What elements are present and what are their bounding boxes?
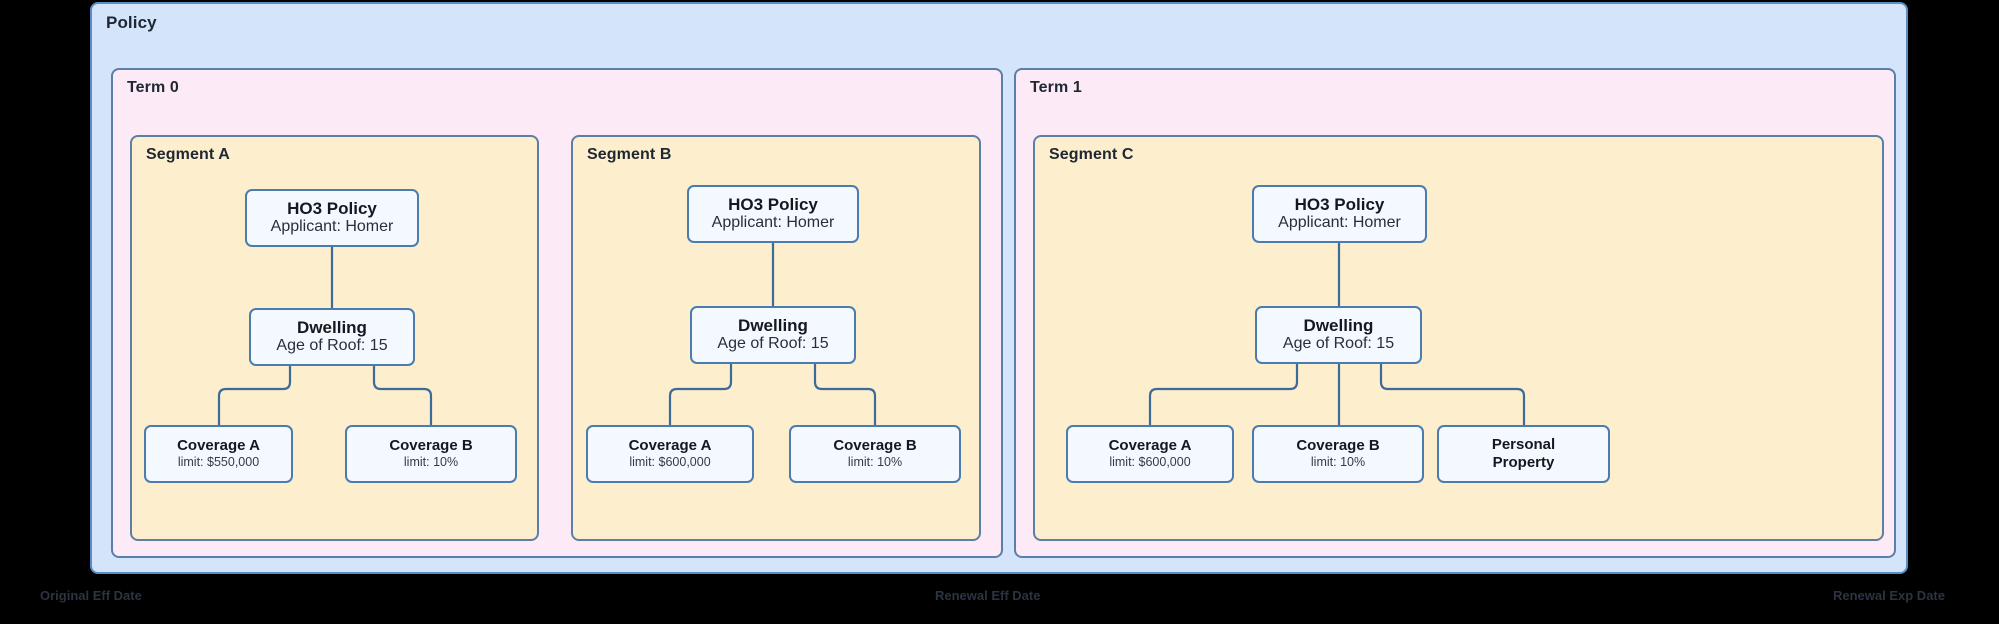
segment-label-a: Segment A (146, 146, 230, 163)
node-dwelling-a[interactable]: Dwelling Age of Roof: 15 (249, 308, 415, 366)
node-title: Coverage A (177, 437, 260, 455)
node-title: Dwelling (1303, 316, 1374, 336)
segment-label-c: Segment C (1049, 146, 1134, 163)
node-subtitle: limit: 10% (1310, 455, 1366, 470)
timeline-label-renewal-eff-date: Renewal Eff Date (935, 588, 1041, 603)
node-subtitle: Applicant: Homer (711, 214, 835, 232)
node-ho3-policy-a[interactable]: HO3 Policy Applicant: Homer (245, 189, 419, 247)
node-subtitle: Age of Roof: 15 (276, 337, 388, 355)
node-title-line1: Personal (1491, 435, 1556, 453)
node-title-line2: Property (1492, 454, 1555, 471)
node-subtitle: limit: $600,000 (1109, 455, 1191, 470)
node-title: Coverage B (833, 437, 917, 455)
node-coverage-b-b[interactable]: Coverage B limit: 10% (789, 425, 961, 483)
node-title: HO3 Policy (1294, 195, 1385, 215)
node-subtitle: limit: $550,000 (177, 455, 260, 470)
node-title: Coverage B (389, 437, 473, 455)
node-subtitle: Age of Roof: 15 (1282, 335, 1395, 353)
node-subtitle: Age of Roof: 15 (717, 335, 829, 353)
node-subtitle: limit: 10% (847, 455, 903, 470)
node-coverage-a-a[interactable]: Coverage A limit: $550,000 (144, 425, 293, 483)
policy-label: Policy (106, 13, 157, 32)
node-title: Dwelling (297, 318, 367, 338)
term-label-1: Term 1 (1030, 79, 1082, 96)
node-title: HO3 Policy (287, 199, 377, 219)
node-dwelling-c[interactable]: Dwelling Age of Roof: 15 (1255, 306, 1422, 364)
node-coverage-b-c[interactable]: Coverage B limit: 10% (1252, 425, 1424, 483)
timeline-label-original-eff-date: Original Eff Date (40, 588, 142, 603)
node-coverage-a-b[interactable]: Coverage A limit: $600,000 (586, 425, 754, 483)
node-title: HO3 Policy (728, 195, 818, 215)
node-title: Coverage A (1108, 437, 1192, 455)
node-title: Dwelling (738, 316, 808, 336)
node-subtitle: Applicant: Homer (270, 218, 394, 236)
node-coverage-a-c[interactable]: Coverage A limit: $600,000 (1066, 425, 1234, 483)
node-coverage-b-a[interactable]: Coverage B limit: 10% (345, 425, 517, 483)
node-title: Coverage B (1296, 437, 1380, 455)
node-subtitle: limit: 10% (403, 455, 459, 470)
node-personal-property-c[interactable]: Personal Property (1437, 425, 1610, 483)
node-ho3-policy-c[interactable]: HO3 Policy Applicant: Homer (1252, 185, 1427, 243)
term-label-0: Term 0 (127, 79, 179, 96)
node-subtitle: Applicant: Homer (1278, 214, 1401, 232)
node-dwelling-b[interactable]: Dwelling Age of Roof: 15 (690, 306, 856, 364)
timeline-label-renewal-exp-date: Renewal Exp Date (1833, 588, 1945, 603)
node-title: Coverage A (628, 437, 712, 455)
segment-label-b: Segment B (587, 146, 672, 163)
node-ho3-policy-b[interactable]: HO3 Policy Applicant: Homer (687, 185, 859, 243)
node-subtitle: limit: $600,000 (629, 455, 711, 470)
